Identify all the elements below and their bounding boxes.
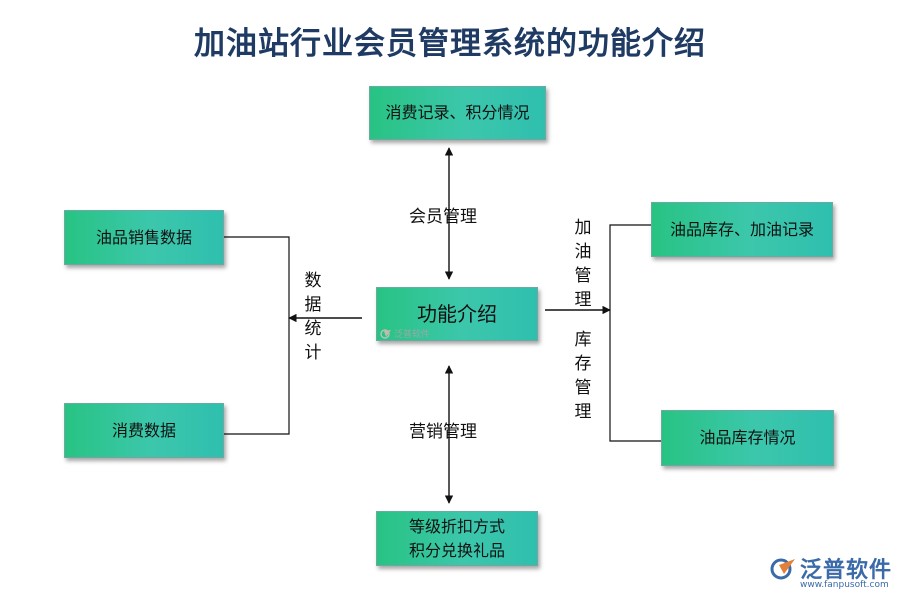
- node-left-top: 油品销售数据: [64, 210, 224, 265]
- node-left-bottom: 消费数据: [64, 403, 224, 458]
- node-top-label: 消费记录、积分情况: [385, 103, 530, 122]
- bracket-left: [224, 236, 290, 435]
- node-top: 消费记录、积分情况: [369, 86, 546, 140]
- node-left-bottom-label: 消费数据: [111, 420, 176, 440]
- page-title: 加油站行业会员管理系统的功能介绍: [194, 26, 706, 62]
- fanpu-logo-icon: [770, 558, 795, 580]
- watermark-small: 泛普软件: [380, 327, 430, 340]
- brand-logo: 泛普软件: [770, 552, 892, 584]
- logo-url: www.fanpusoft.com: [800, 580, 889, 590]
- node-right-top-label: 油品库存、加油记录: [669, 219, 814, 239]
- edge-label-bottom: 营销管理: [409, 422, 477, 442]
- node-left-top-label: 油品销售数据: [95, 227, 192, 247]
- node-right-top: 油品库存、加油记录: [651, 202, 833, 257]
- edge-label-right-lower: 库存管理: [574, 330, 592, 422]
- edge-label-right-upper: 加油管理: [574, 218, 592, 310]
- edge-label-top: 会员管理: [409, 207, 477, 227]
- node-right-bottom: 油品库存情况: [661, 410, 834, 466]
- logo-text: 泛普软件: [800, 558, 893, 583]
- logo-mark-icon: [380, 328, 391, 339]
- node-center-label: 功能介绍: [417, 302, 497, 326]
- edge-label-left: 数据统计: [304, 271, 322, 363]
- node-bottom: 等级折扣方式 积分兑换礼品: [376, 511, 538, 566]
- node-bottom-line-2: 积分兑换礼品: [408, 540, 505, 560]
- bracket-right: [609, 224, 661, 442]
- node-right-bottom-label: 油品库存情况: [699, 428, 796, 447]
- node-center: 功能介绍: [376, 287, 538, 341]
- watermark-small-text: 泛普软件: [394, 330, 431, 340]
- node-bottom-line-1: 等级折扣方式: [408, 516, 505, 536]
